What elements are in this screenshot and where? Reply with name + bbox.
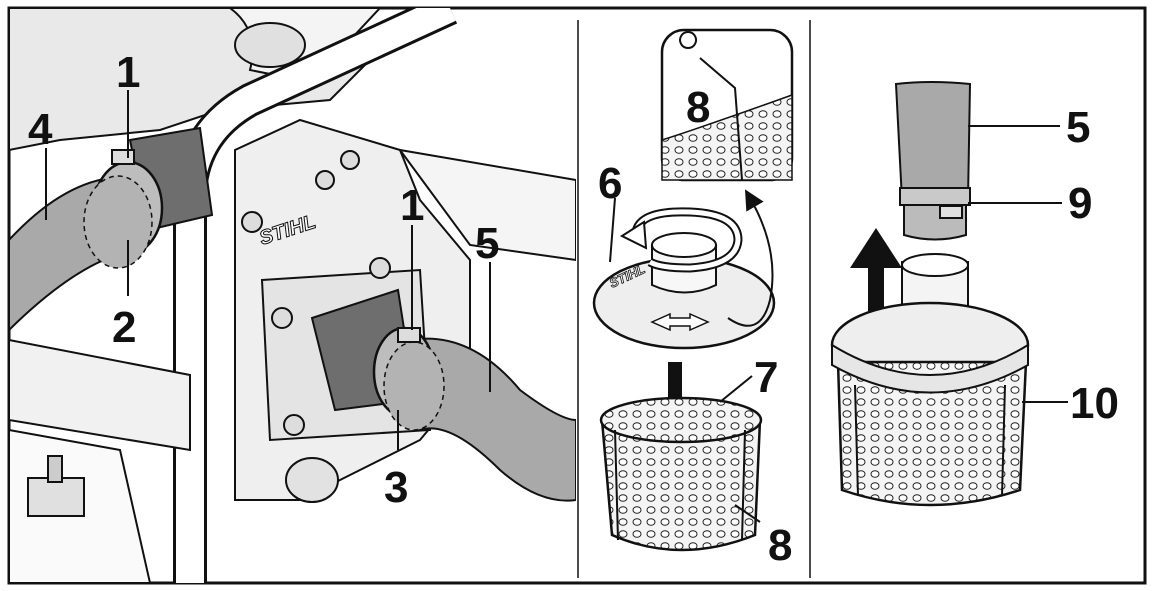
discharge-hose-end-dashed bbox=[383, 341, 445, 431]
inset-lock-icon bbox=[679, 31, 697, 49]
basket-rib bbox=[614, 429, 619, 541]
callout-6: 6 bbox=[598, 159, 622, 208]
clamp-screw bbox=[111, 149, 135, 165]
strainer-basket bbox=[600, 418, 762, 552]
leader-6 bbox=[609, 197, 616, 263]
engine-cap bbox=[234, 22, 306, 68]
lid-double-arrow bbox=[650, 312, 710, 332]
housing-bolt bbox=[369, 257, 391, 279]
mount-bolt bbox=[47, 455, 63, 483]
callout-10: 10 bbox=[1070, 379, 1119, 428]
callout-9: 9 bbox=[1068, 179, 1092, 228]
panel-left-hose-connection: STIHL bbox=[9, 8, 576, 583]
callout-4: 4 bbox=[28, 105, 53, 154]
discharge-clamp-screw bbox=[397, 327, 421, 343]
hose-end-dashed bbox=[83, 175, 153, 269]
mount-foot bbox=[27, 477, 85, 517]
callout-1-lower: 1 bbox=[400, 181, 424, 230]
callout-8-basket: 8 bbox=[768, 521, 792, 570]
lid-neck-top bbox=[651, 232, 717, 258]
callout-8-inset: 8 bbox=[686, 83, 710, 132]
housing-bolt bbox=[241, 211, 263, 233]
housing-bolt bbox=[340, 150, 360, 170]
hose-clamp-9 bbox=[899, 187, 971, 206]
rotate-arrowhead bbox=[619, 220, 648, 250]
leader-8-basket bbox=[734, 504, 761, 523]
callout-7: 7 bbox=[754, 353, 778, 402]
assembly-up-arrow bbox=[850, 228, 902, 320]
strainer-basket-rim bbox=[599, 396, 763, 444]
panel-right-strainer-fitting bbox=[830, 81, 1068, 507]
callout-3: 3 bbox=[384, 463, 408, 512]
suction-hose bbox=[894, 81, 972, 201]
strainer-10-basket bbox=[836, 360, 1028, 507]
callout-2: 2 bbox=[112, 303, 136, 352]
clamp-9-screw bbox=[939, 205, 963, 219]
discharge-hose bbox=[408, 337, 576, 502]
inset-guide-line bbox=[699, 57, 743, 181]
base-rail bbox=[9, 338, 191, 452]
inset-strainer-rim bbox=[661, 93, 793, 181]
base-rail-right bbox=[397, 148, 576, 262]
callout-1-upper: 1 bbox=[116, 48, 140, 97]
lid-to-inset-link bbox=[727, 189, 774, 327]
rotate-arrow-inner bbox=[633, 209, 741, 271]
callout-5-right: 5 bbox=[1066, 103, 1090, 152]
strainer-10-lid-band bbox=[831, 343, 1029, 394]
basket-10-rib bbox=[1001, 384, 1006, 497]
housing-bolt bbox=[271, 307, 293, 329]
housing-bolt bbox=[283, 414, 305, 436]
leader-7 bbox=[719, 375, 753, 403]
housing-bolt bbox=[315, 170, 335, 190]
strainer-10-neck-top bbox=[901, 253, 969, 277]
callout-5-left: 5 bbox=[475, 219, 499, 268]
panel-middle-strainer-assembly: STIHL bbox=[592, 28, 794, 552]
basket-rib bbox=[741, 429, 746, 541]
drain-cap bbox=[285, 457, 339, 503]
basket-10-rib bbox=[854, 384, 859, 497]
